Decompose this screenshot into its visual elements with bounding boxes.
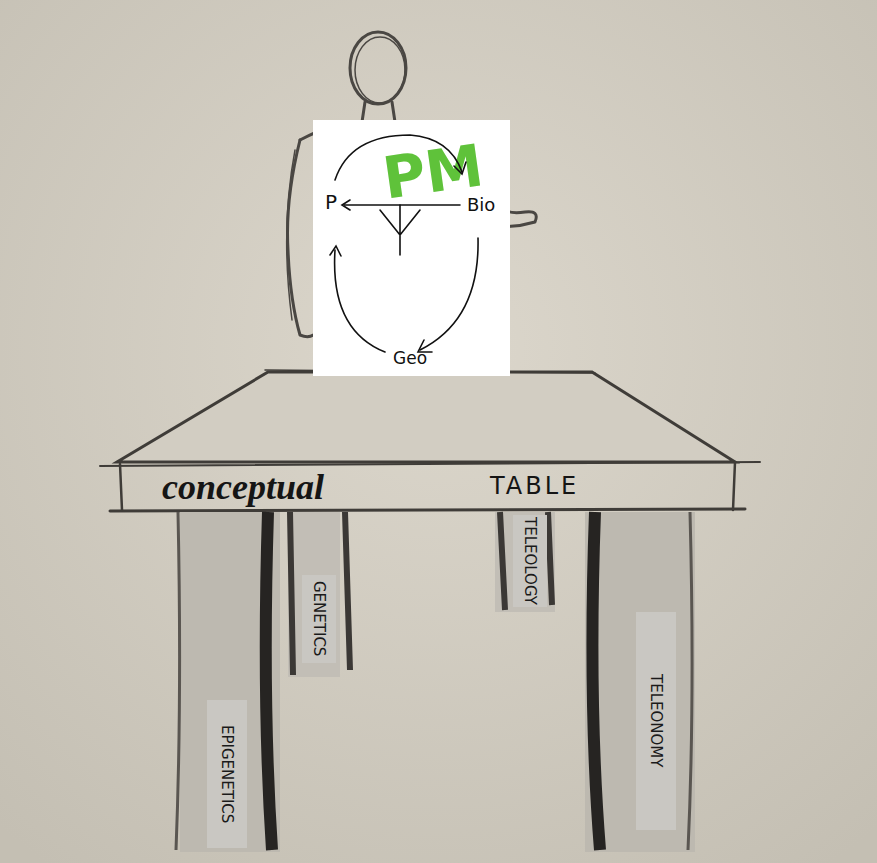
- table-legs: [176, 512, 695, 852]
- leg-word: TELEONOMY: [636, 612, 676, 830]
- table-leg: [180, 512, 280, 852]
- leg-label: EPIGENETICS: [207, 700, 247, 848]
- cycle-label: P: [325, 190, 337, 214]
- leg-label: GENETICS: [302, 575, 336, 663]
- table-leg: [495, 512, 555, 612]
- table-word: TABLE: [490, 472, 579, 500]
- diagram-card: PMPBioGeo: [313, 120, 510, 376]
- table-leg: [176, 512, 180, 850]
- leg-word: GENETICS: [302, 575, 336, 663]
- leg-label: TELEONOMY: [636, 612, 676, 830]
- leg-label: TELEOLOGY: [513, 515, 547, 607]
- table-leg: [290, 512, 350, 675]
- table-leg: [500, 512, 552, 610]
- table-band: conceptual TABLE: [122, 464, 733, 510]
- cycle-label: Bio: [467, 194, 495, 215]
- table-top: [100, 370, 760, 511]
- table-leg: [288, 512, 340, 677]
- cycle-label: Geo: [393, 348, 427, 368]
- table-leg: [266, 512, 272, 850]
- table-leg: [688, 512, 692, 850]
- table-leg: [585, 512, 695, 852]
- table-leg: [592, 512, 600, 850]
- table-word: conceptual: [162, 466, 324, 508]
- leg-word: TELEOLOGY: [513, 515, 547, 607]
- leg-word: EPIGENETICS: [207, 700, 247, 848]
